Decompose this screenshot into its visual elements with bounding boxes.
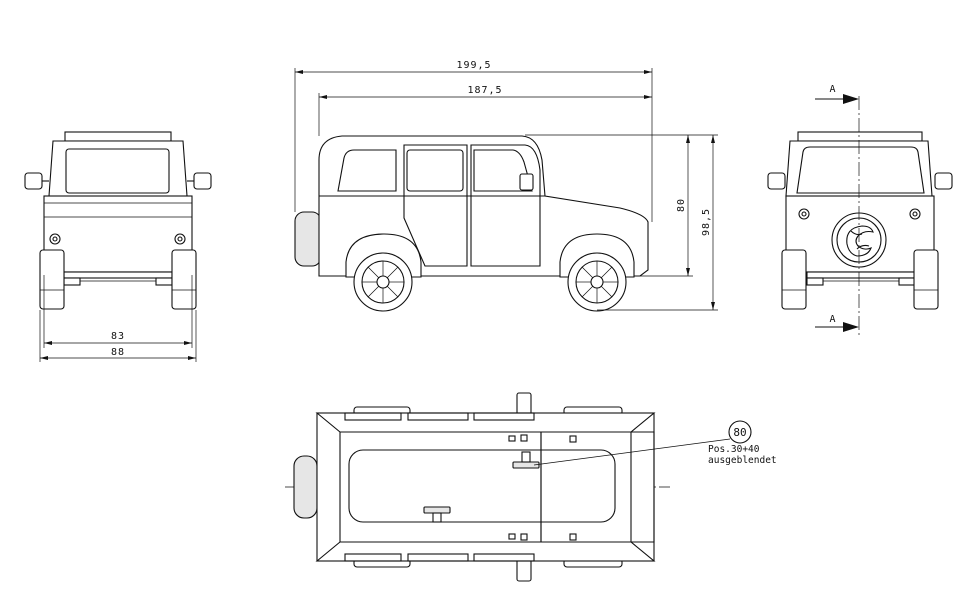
- dim-overall-height: 98,5: [701, 208, 712, 236]
- rear-view: [767, 131, 953, 310]
- dim-body-height: 80: [676, 198, 687, 212]
- callout-note-line2: ausgeblendet: [708, 455, 777, 466]
- callout-position-number: 80: [733, 426, 746, 439]
- callout-note-line1: Pos.30+40: [708, 444, 760, 455]
- position-callout: 80 Pos.30+40 ausgeblendet: [533, 420, 777, 466]
- front-width-dimensions: 83 88: [39, 275, 197, 362]
- section-marker-top: A: [829, 84, 836, 95]
- dim-body-length: 187,5: [467, 85, 502, 96]
- section-marker-bottom: A: [829, 314, 836, 325]
- dim-body-width: 83: [111, 331, 125, 342]
- side-view: [294, 135, 649, 312]
- section-line-a: A A: [815, 84, 860, 335]
- front-view: [24, 131, 212, 310]
- dim-overall-length: 199,5: [456, 60, 491, 71]
- top-view: [285, 392, 670, 582]
- dim-overall-width: 88: [111, 347, 125, 358]
- side-dimensions: 199,5 187,5 80 98,5: [294, 60, 718, 311]
